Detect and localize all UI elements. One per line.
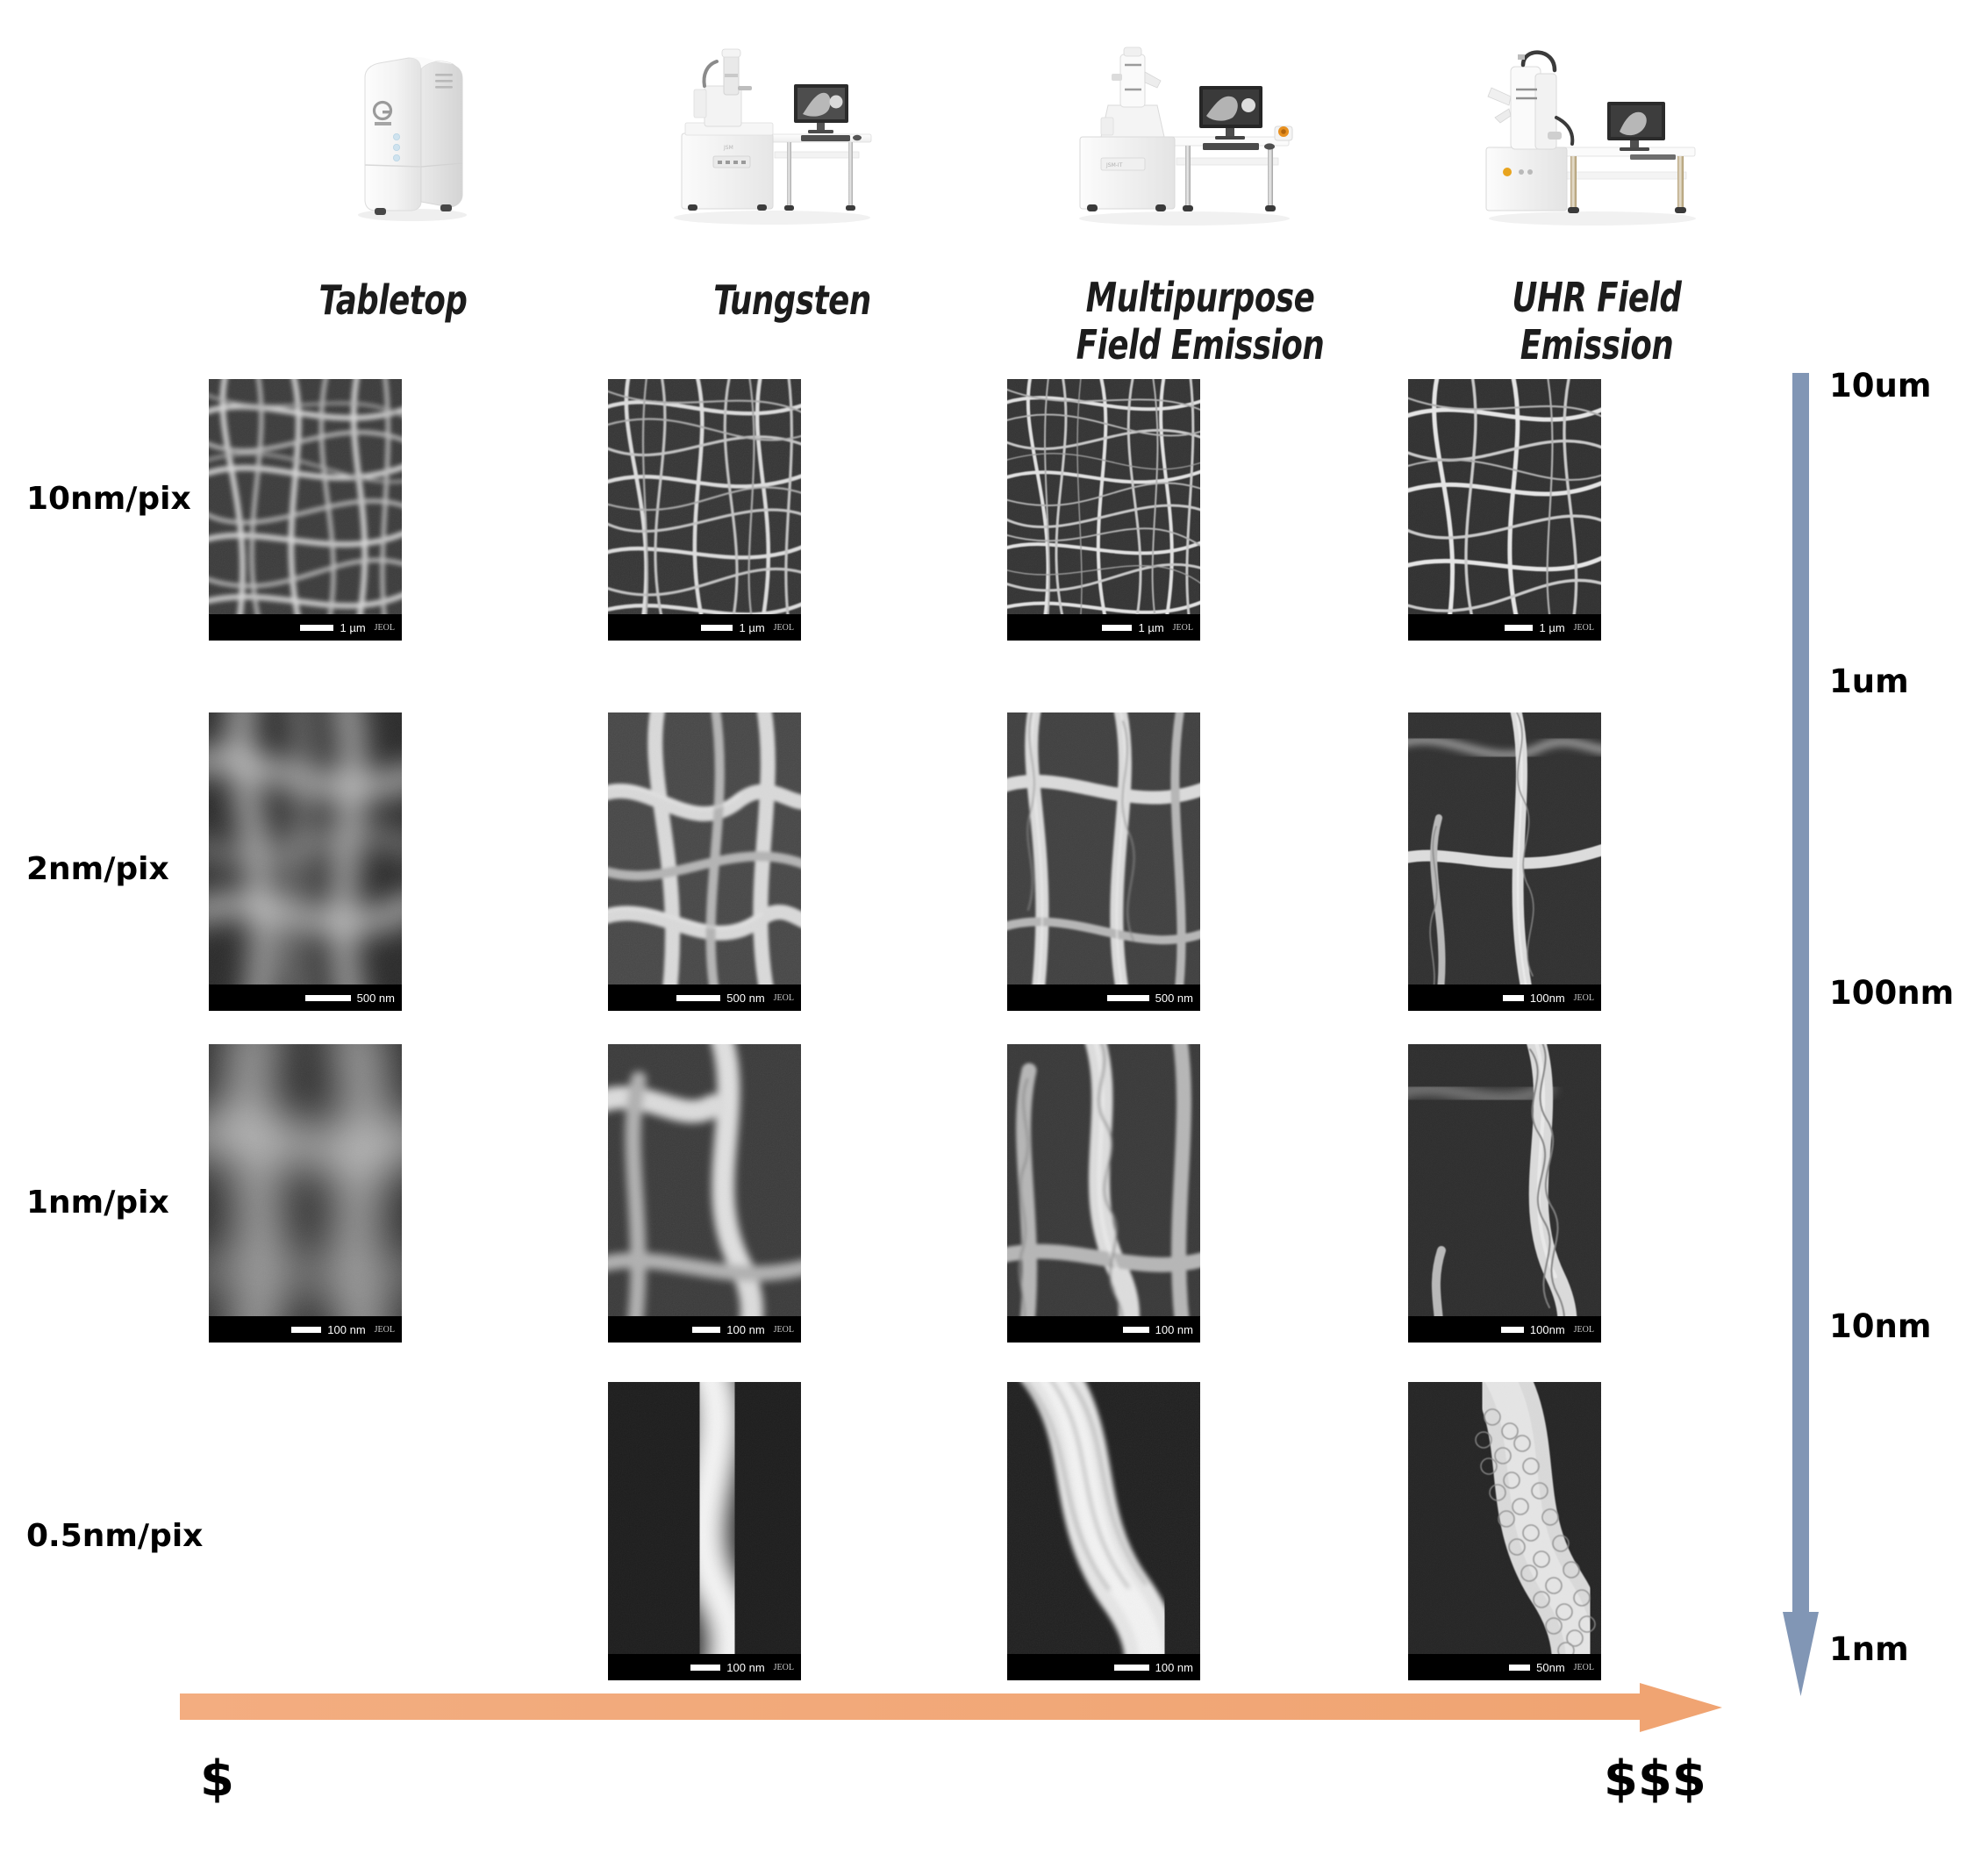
- cost-label-high: $$$: [1604, 1751, 1706, 1808]
- scalebar-strip: 50nm JEOL: [1408, 1654, 1601, 1680]
- micrograph-r2-uhr: 100nm JEOL: [1408, 712, 1601, 1011]
- scalebar-strip: 1 µm JEOL: [1408, 614, 1601, 641]
- vendor-logo: JEOL: [773, 1662, 794, 1672]
- scalebar-strip: 500 nm JEOL: [608, 985, 801, 1011]
- scalebar-strip: 500 nm: [209, 985, 402, 1011]
- multipurpose-fesem-photo: JSM-IT: [1066, 35, 1303, 233]
- vendor-logo: JEOL: [1573, 1662, 1594, 1672]
- column-header-line1: Tabletop: [318, 276, 468, 324]
- orange-sample-accent: [1274, 125, 1293, 141]
- vendor-logo: JEOL: [1573, 1324, 1594, 1335]
- tabletop-sem-illustration: [358, 57, 467, 221]
- micrograph-r1-multipurpose: 100 nm: [1007, 1044, 1200, 1343]
- micrograph-r2-tabletop: 500 nm: [209, 712, 402, 1011]
- column-header-line1: Tungsten: [713, 276, 871, 324]
- uhr-fesem-photo: [1474, 35, 1711, 233]
- scalebar-label: 1 µm: [1138, 620, 1164, 634]
- vendor-logo: JEOL: [374, 1324, 395, 1335]
- scale-tick-10um: 10um: [1829, 367, 1932, 405]
- scalebar-label: 100 nm: [726, 1322, 765, 1336]
- resolution-scale-arrow: [1783, 373, 1819, 1696]
- scalebar-label: 1 µm: [340, 620, 366, 634]
- scalebar-label: 50nm: [1536, 1660, 1565, 1674]
- scalebar-label: 100 nm: [327, 1322, 366, 1336]
- scale-tick-1um: 1um: [1829, 662, 1909, 700]
- scalebar-label: 100nm: [1529, 1322, 1565, 1336]
- column-header-line1: UHR Field: [1512, 274, 1682, 321]
- multipurpose-fesem-illustration: JSM-IT: [1079, 47, 1293, 226]
- scalebar-label: 500 nm: [726, 991, 765, 1005]
- scalebar-strip: 1 µm JEOL: [209, 614, 402, 641]
- cost-axis-arrow: [180, 1683, 1722, 1732]
- svg-text:JSM-IT: JSM-IT: [1105, 162, 1123, 168]
- vendor-logo: JEOL: [773, 992, 794, 1003]
- scalebar-strip: 1 µm JEOL: [608, 614, 801, 641]
- micrograph-r2-multipurpose: 500 nm: [1007, 712, 1200, 1011]
- vendor-logo: JEOL: [773, 1324, 794, 1335]
- tabletop-sem-photo: [325, 35, 500, 233]
- scalebar-label: 500 nm: [356, 991, 395, 1005]
- column-header-tungsten: Tungsten: [641, 276, 943, 324]
- scalebar-label: 100 nm: [726, 1660, 765, 1674]
- cost-label-low: $: [200, 1751, 234, 1808]
- scalebar-strip: 100 nm: [1007, 1654, 1200, 1680]
- scalebar-strip: 100 nm JEOL: [608, 1654, 801, 1680]
- jeol-logo-mark: [372, 100, 393, 125]
- scalebar-label: 1 µm: [739, 620, 765, 634]
- tungsten-sem-photo: JSM: [662, 35, 882, 233]
- micrograph-r10-tabletop: 1 µm JEOL: [209, 379, 402, 641]
- scalebar-strip: 100 nm JEOL: [608, 1316, 801, 1343]
- uhr-fesem-illustration: [1485, 50, 1696, 226]
- scalebar-label: 500 nm: [1155, 991, 1193, 1005]
- vendor-logo: JEOL: [1172, 622, 1193, 633]
- svg-text:JSM: JSM: [723, 145, 733, 151]
- scalebar-strip: 100nm JEOL: [1408, 1316, 1601, 1343]
- micrograph-r10-uhr: 1 µm JEOL: [1408, 379, 1601, 641]
- row-label-05nm: 0.5nm/pix: [26, 1518, 204, 1554]
- scale-tick-10nm: 10nm: [1829, 1307, 1932, 1345]
- column-header-uhr: UHR Field Emission: [1446, 274, 1748, 369]
- micrograph-r05-uhr: 50nm JEOL: [1408, 1382, 1601, 1680]
- scale-tick-1nm: 1nm: [1829, 1630, 1909, 1668]
- scalebar-strip: 100nm JEOL: [1408, 985, 1601, 1011]
- row-label-10nm: 10nm/pix: [26, 481, 191, 517]
- detector-arms: [1487, 87, 1512, 124]
- scalebar-label: 100nm: [1529, 991, 1565, 1005]
- scalebar-strip: 1 µm JEOL: [1007, 614, 1200, 641]
- column-header-line1: Multipurpose: [1085, 274, 1315, 321]
- scalebar-strip: 100 nm: [1007, 1316, 1200, 1343]
- micrograph-r1-tungsten: 100 nm JEOL: [608, 1044, 801, 1343]
- column-header-line2: Field Emission: [1076, 321, 1325, 369]
- micrograph-r10-multipurpose: 1 µm JEOL: [1007, 379, 1200, 641]
- vendor-logo: JEOL: [773, 622, 794, 633]
- scalebar-strip: 500 nm: [1007, 985, 1200, 1011]
- vendor-logo: JEOL: [1573, 992, 1594, 1003]
- micrograph-r05-tungsten: 100 nm JEOL: [608, 1382, 801, 1680]
- vendor-logo: JEOL: [374, 622, 395, 633]
- tungsten-sem-illustration: JSM: [674, 48, 872, 225]
- control-accent: [1503, 168, 1533, 176]
- micrograph-r2-tungsten: 500 nm JEOL: [608, 712, 801, 1011]
- scale-tick-100nm: 100nm: [1829, 974, 1955, 1012]
- scalebar-label: 100 nm: [1155, 1322, 1193, 1336]
- row-label-2nm: 2nm/pix: [26, 851, 169, 887]
- scalebar-label: 1 µm: [1539, 620, 1565, 634]
- vendor-logo: JEOL: [1573, 622, 1594, 633]
- column-header-line2: Emission: [1520, 321, 1674, 369]
- column-header-multipurpose: Multipurpose Field Emission: [1041, 274, 1358, 369]
- micrograph-r10-tungsten: 1 µm JEOL: [608, 379, 801, 641]
- scalebar-label: 100 nm: [1155, 1660, 1193, 1674]
- scalebar-strip: 100 nm JEOL: [209, 1316, 402, 1343]
- row-label-1nm: 1nm/pix: [26, 1185, 169, 1221]
- micrograph-r05-multipurpose: 100 nm: [1007, 1382, 1200, 1680]
- micrograph-r1-uhr: 100nm JEOL: [1408, 1044, 1601, 1343]
- column-header-tabletop: Tabletop: [242, 276, 544, 324]
- micrograph-r1-tabletop: 100 nm JEOL: [209, 1044, 402, 1343]
